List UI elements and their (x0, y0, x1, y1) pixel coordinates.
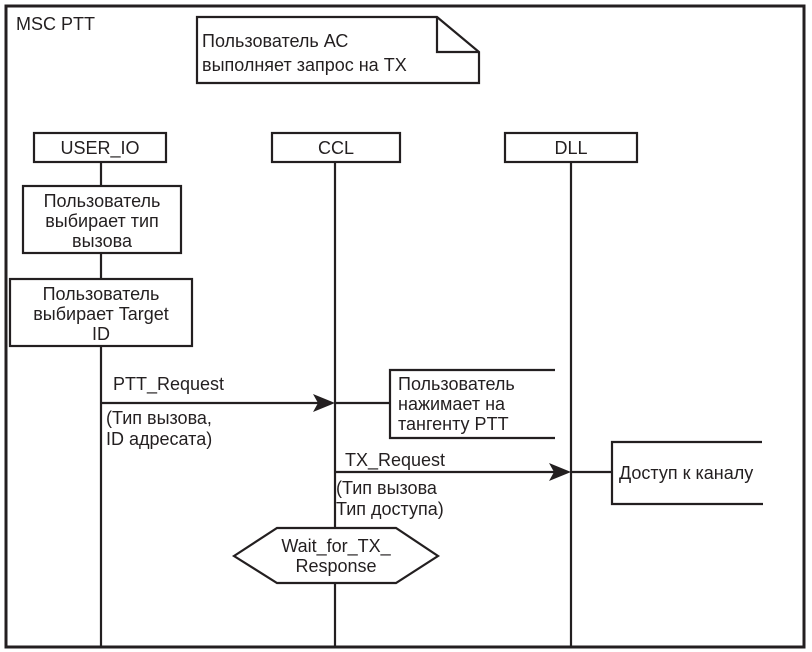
action-box (21, 184, 183, 255)
message-tx-request: TX_Request (Тип вызова Тип доступа) (335, 450, 571, 519)
state-shape (231, 526, 441, 585)
message-param: Тип доступа) (336, 499, 444, 519)
message-param: (Тип вызова (336, 478, 438, 498)
note-line-2: выполняет запрос на ТХ (202, 55, 407, 75)
action-line: вызова (72, 231, 133, 251)
message-ptt-request: PTT_Request (Тип вызова, ID адресата) (101, 374, 335, 449)
arrowhead-icon (549, 463, 571, 481)
comment-bracket (388, 368, 555, 440)
instance-user-io: USER_IO (32, 131, 168, 164)
arrowhead-icon (313, 394, 335, 412)
message-label: PTT_Request (113, 374, 224, 395)
action-select-call-type: Пользователь выбирает тип вызова (21, 184, 183, 255)
instance-label: CCL (318, 138, 354, 158)
note-shape (195, 15, 481, 85)
instance-box (503, 131, 639, 164)
comment-line: нажимает на (398, 394, 506, 414)
message-param: ID адресата) (106, 429, 212, 449)
instance-ccl: CCL (270, 131, 402, 164)
comment-line: Пользователь (398, 374, 515, 394)
action-line: ID (92, 324, 110, 344)
state-line: Response (295, 556, 376, 576)
comment-line: Доступ к каналу (619, 463, 753, 483)
action-line: Пользователь (44, 191, 161, 211)
comment-press-ptt: Пользователь нажимает на тангенту PTT (335, 368, 555, 440)
state-wait-for-tx-response: Wait_for_TX_ Response (231, 526, 441, 585)
instance-label: DLL (554, 138, 587, 158)
note-line-1: Пользователь АС (202, 31, 348, 51)
comment-bracket (610, 440, 763, 506)
instance-dll: DLL (503, 131, 639, 164)
state-line: Wait_for_TX_ (281, 536, 391, 557)
diagram-title: MSC PTT (16, 14, 95, 34)
action-line: выбирает Target (33, 304, 169, 324)
comment-channel-access: Доступ к каналу (571, 440, 763, 506)
action-line: Пользователь (43, 284, 160, 304)
action-box (8, 277, 194, 348)
note-fold (435, 17, 479, 54)
instance-box (32, 131, 168, 164)
message-label: TX_Request (345, 450, 445, 471)
comment-line: тангенту PTT (398, 414, 509, 434)
instance-box (270, 131, 402, 164)
action-select-target-id: Пользователь выбирает Target ID (8, 277, 194, 348)
message-param: (Тип вызова, (106, 408, 212, 428)
note: Пользователь АС выполняет запрос на ТХ (195, 15, 481, 85)
action-line: выбирает тип (45, 211, 159, 231)
instance-label: USER_IO (60, 138, 139, 159)
